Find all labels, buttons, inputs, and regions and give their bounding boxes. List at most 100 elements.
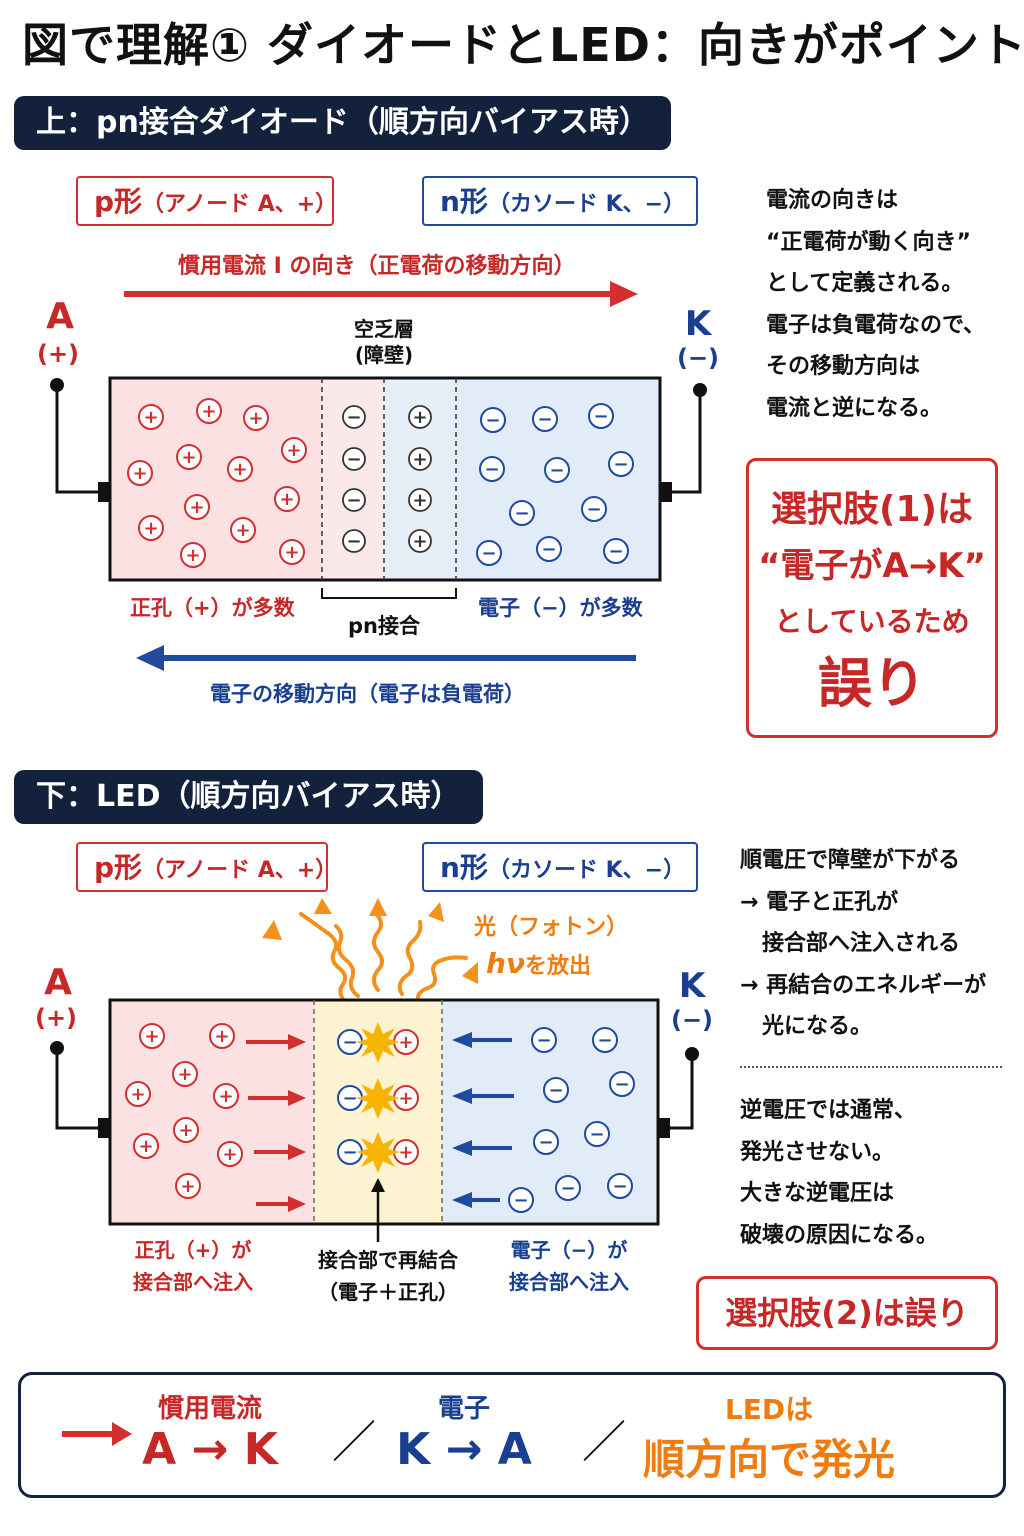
svg-text:+: + <box>412 531 427 552</box>
svg-text:−: − <box>485 410 500 431</box>
svg-text:+: + <box>412 449 427 470</box>
electron-arrow <box>136 645 636 671</box>
summary-slash-1: ／ <box>332 1417 376 1468</box>
bottom-caption-recomb-line1: 接合部で再結合 <box>318 1248 458 1272</box>
bottom-side-line: 大きな逆電圧は <box>740 1181 895 1206</box>
current-direction-label: 慣用電流 I の向き（正電荷の移動方向） <box>178 254 576 279</box>
electron-direction-label: 電子の移動方向（電子は負電荷） <box>210 682 525 706</box>
top-p-type-sub: （アノード A、+） <box>142 192 338 217</box>
junction-bracket <box>321 588 457 599</box>
bottom-caption-electrons: 電子（−）が 接合部へ注入 <box>494 1234 644 1298</box>
top-verdict-box: 選択肢(1)は “電子がA→K” としているため 誤り <box>746 458 998 738</box>
svg-text:+: + <box>185 545 200 566</box>
bottom-section-header: 下：LED（順方向バイアス時） <box>14 770 483 824</box>
top-caption-electrons: 電子（−）が多数 <box>478 596 643 620</box>
photon-label-line1: 光（フォトン） <box>474 915 629 940</box>
bottom-verdict-box: 選択肢(2)は誤り <box>696 1276 998 1350</box>
svg-text:+: + <box>248 408 263 429</box>
top-side-line: 電流の向きは <box>766 188 899 213</box>
svg-text:−: − <box>608 541 623 562</box>
top-caption-junction: pn接合 <box>348 614 420 638</box>
summary-led-text: 順方向で発光 <box>642 1435 895 1484</box>
top-verdict-line1: 選択肢(1)は <box>771 489 973 530</box>
depletion-negative-ions <box>342 405 366 553</box>
top-side-line: として定義される。 <box>766 271 964 296</box>
svg-text:+: + <box>143 518 158 539</box>
bottom-side-line: 破壊の原因になる。 <box>740 1222 939 1248</box>
svg-text:−: − <box>342 1088 357 1109</box>
summary-led-label: LEDは <box>724 1393 814 1426</box>
svg-text:−: − <box>346 531 361 552</box>
svg-text:−: − <box>549 460 564 481</box>
hole-injection-arrows <box>246 1034 306 1212</box>
recombination-pairs <box>337 1022 419 1173</box>
bottom-side-line: → 再結合のエネルギーが <box>740 972 987 998</box>
svg-text:+: + <box>398 1142 413 1163</box>
svg-text:+: + <box>214 1026 229 1047</box>
photon-emission-icon <box>299 912 468 1004</box>
holes-p-region <box>127 398 307 568</box>
electron-injection-arrows <box>452 1032 514 1208</box>
svg-text:+: + <box>286 440 301 461</box>
svg-text:−: − <box>612 1176 627 1197</box>
bottom-n-type-label: n形（カソード K、−） <box>422 842 698 892</box>
top-side-line: “正電荷が動く向き” <box>766 229 971 255</box>
svg-text:+: + <box>201 401 216 422</box>
depletion-layer-label: 空乏層 (障壁) <box>338 316 430 368</box>
top-verdict-line4: 誤り <box>818 652 926 715</box>
svg-text:−: − <box>536 1030 551 1051</box>
svg-text:+: + <box>138 1136 153 1157</box>
top-side-line: 電子は負電荷なので、 <box>766 312 986 338</box>
led-holes <box>125 1023 243 1199</box>
bottom-side-explanation-2: 逆電圧では通常、 発光させない。 大きな逆電圧は 破壊の原因になる。 <box>740 1090 938 1256</box>
svg-text:−: − <box>560 1178 575 1199</box>
top-n-type-sub: （カソード K、−） <box>487 192 686 217</box>
summary-current-label: 慣用電流 <box>157 1394 262 1424</box>
led-outline <box>108 998 660 1226</box>
bottom-side-line: 順電圧で障壁が下がる <box>740 848 961 873</box>
top-side-explanation: 電流の向きは “正電荷が動く向き” として定義される。 電子は負電荷なので、 そ… <box>766 180 985 429</box>
bottom-caption-holes-line1: 正孔（+）が <box>134 1238 252 1262</box>
bottom-side-line: → 電子と正孔が <box>740 889 899 915</box>
svg-text:−: − <box>593 406 608 427</box>
bottom-p-type-sub: （アノード A、+） <box>142 858 338 883</box>
svg-text:−: − <box>586 499 601 520</box>
summary-current-direction: A → K <box>142 1424 278 1475</box>
svg-text:+: + <box>180 1176 195 1197</box>
bottom-side-line: 発光させない。 <box>740 1139 895 1165</box>
svg-text:+: + <box>177 1064 192 1085</box>
top-verdict-line2: “電子がA→K” <box>758 546 986 586</box>
svg-text:+: + <box>222 1144 237 1165</box>
svg-text:−: − <box>481 543 496 564</box>
top-terminal-k-letter: K <box>684 304 712 344</box>
depletion-positive-ions <box>408 405 432 553</box>
svg-text:−: − <box>537 409 552 430</box>
svg-text:−: − <box>346 407 361 428</box>
svg-text:+: + <box>284 542 299 563</box>
svg-text:−: − <box>514 503 529 524</box>
terminal-k-wire <box>660 383 707 502</box>
summary-electron-label: 電子 <box>437 1394 490 1424</box>
svg-text:+: + <box>398 1032 413 1053</box>
electrons-n-region <box>476 403 634 566</box>
bottom-caption-recomb-line2: （電子＋正孔） <box>318 1280 458 1304</box>
bottom-caption-recombination: 接合部で再結合 （電子＋正孔） <box>300 1244 476 1308</box>
svg-text:−: − <box>513 1190 528 1211</box>
summary-current-arrow-icon <box>62 1422 132 1446</box>
led-electrons <box>508 1027 635 1213</box>
diode-outline <box>108 376 662 582</box>
top-terminal-a-letter: A <box>46 296 74 337</box>
bottom-caption-holes-line2: 接合部へ注入 <box>133 1270 253 1294</box>
bottom-p-type-label: p形（アノード A、+） <box>76 842 337 892</box>
svg-text:+: + <box>279 489 294 510</box>
terminal-a-wire <box>50 378 110 502</box>
led-diagram: +++ +++ +++ −+ −+ −+ <box>50 898 699 1242</box>
svg-text:−: − <box>342 1032 357 1053</box>
bottom-side-line: 逆電圧では通常、 <box>740 1098 917 1123</box>
top-side-line: 電流と逆になる。 <box>766 395 943 421</box>
svg-text:−: − <box>538 1132 553 1153</box>
led-terminal-a-wire <box>50 1041 110 1138</box>
top-n-type-main: n形 <box>440 185 488 218</box>
current-arrow <box>124 281 638 307</box>
top-n-type-label: n形（カソード K、−） <box>422 176 698 226</box>
